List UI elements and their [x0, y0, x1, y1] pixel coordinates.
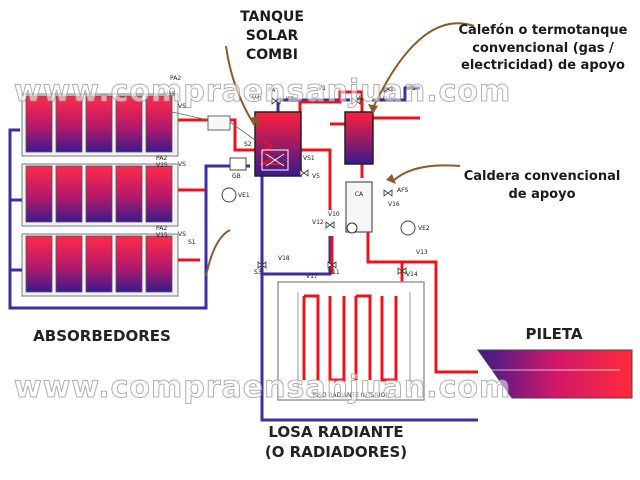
floor-label: PISO RADIANTE INTERIOR — [313, 392, 390, 399]
label-vs1: VS1 — [303, 155, 315, 162]
slab-line-2: (O RADIADORES) — [264, 443, 408, 462]
label-pa2-bot: PA2 — [156, 225, 167, 232]
heater-line-2: convencional (gas / — [472, 40, 614, 56]
pool-label: PILETA — [525, 325, 583, 343]
label-s2: S2 — [244, 141, 252, 148]
label-v13: V13 — [416, 249, 428, 256]
solar-collector — [25, 165, 53, 223]
label-vs-top: VS — [178, 103, 186, 110]
absorbers-label: ABSORBEDORES — [33, 327, 171, 345]
solar-combi-tank — [254, 111, 302, 177]
tank-title-line-2: COMBI — [246, 46, 298, 63]
label-v18: V18 — [278, 255, 290, 262]
callout-arrow-heads — [250, 104, 396, 184]
label-v10: V10 — [328, 211, 340, 218]
expansion-vessel-2 — [400, 220, 416, 236]
radiant-floor: PISO RADIANTE INTERIOR — [277, 281, 425, 401]
heater-line-3: electricidad) de apoyo — [461, 58, 625, 74]
solar-collector — [145, 165, 173, 223]
boiler-callout: Caldera convencional de apoyo — [462, 168, 622, 203]
label-vs-mid: VS — [178, 161, 186, 168]
component-labels: PA2 V15 PA2 V15 PA2 V15 VS VS VS S1 S2 S… — [156, 75, 430, 280]
tank-callout: TANQUE SOLAR COMBI — [214, 8, 330, 65]
label-ve2: VE2 — [418, 225, 430, 232]
valve-markers — [257, 85, 407, 275]
solar-collector — [55, 235, 83, 293]
label-gb: GB — [232, 173, 241, 180]
solar-collector — [145, 235, 173, 293]
label-v11: V11 — [328, 269, 340, 276]
label-v3: V3 — [286, 96, 294, 103]
boiler-line-1: Caldera convencional — [463, 169, 621, 184]
boiler-line-2: de apoyo — [508, 186, 576, 202]
label-pa: PA — [268, 87, 276, 94]
label-v2b: V2 — [380, 96, 388, 103]
label-v4: V4 — [252, 95, 260, 102]
label-v1: V1 — [318, 85, 326, 92]
heater-callout: Calefón o termotanque convencional (gas … — [452, 22, 634, 75]
label-pa2-mid: PA2 — [156, 155, 167, 162]
slab-label: LOSA RADIANTE (O RADIADORES) — [256, 422, 416, 463]
solar-collector — [85, 235, 113, 293]
label-v16: V16 — [388, 201, 400, 208]
label-vs-bot: VS — [178, 231, 186, 238]
label-v15-mid: V15 — [156, 162, 168, 169]
label-pa2-top: PA2 — [170, 75, 181, 82]
label-ve1: VE1 — [238, 192, 250, 199]
floor-heating-coil — [302, 294, 398, 382]
pool — [477, 349, 633, 399]
label-v12: V12 — [312, 219, 324, 226]
backup-water-heater — [344, 111, 374, 165]
solar-collector — [55, 165, 83, 223]
label-s3: S3 — [254, 269, 262, 276]
watermark-top: www.compraensanjuan.com — [13, 74, 512, 110]
ca-label: CA — [355, 191, 364, 198]
watermark-bottom: www.compraensanjuan.com — [13, 370, 512, 406]
solar-collector — [145, 95, 173, 153]
solar-collector — [55, 95, 83, 153]
solar-collector — [25, 235, 53, 293]
backup-boiler: CA — [345, 181, 373, 234]
label-v15-bot: V15 — [156, 232, 168, 239]
solar-collector — [85, 95, 113, 153]
slab-line-1: LOSA RADIANTE — [268, 423, 404, 441]
tank-title-line-1: TANQUE SOLAR — [240, 9, 304, 44]
heater-line-1: Calefón o termotanque — [458, 23, 628, 38]
solar-collector — [25, 95, 53, 153]
callout-arrows — [205, 22, 475, 277]
solar-collector — [115, 165, 143, 223]
solar-collector — [85, 165, 113, 223]
label-v5: V5 — [312, 173, 320, 180]
label-v2: V2 — [356, 95, 364, 102]
expansion-vessel-1 — [221, 157, 247, 203]
controller-box — [171, 111, 256, 141]
solar-collector — [115, 95, 143, 153]
label-afs-mid: AFS — [397, 187, 408, 194]
label-afs-top: AFS — [404, 85, 415, 92]
solar-collector — [115, 235, 143, 293]
absorber-panel-array — [21, 93, 179, 297]
label-s1: S1 — [188, 239, 196, 246]
label-v14: V14 — [406, 271, 418, 278]
label-v15-top: V15 — [164, 91, 176, 98]
label-v17: V17 — [306, 273, 318, 280]
